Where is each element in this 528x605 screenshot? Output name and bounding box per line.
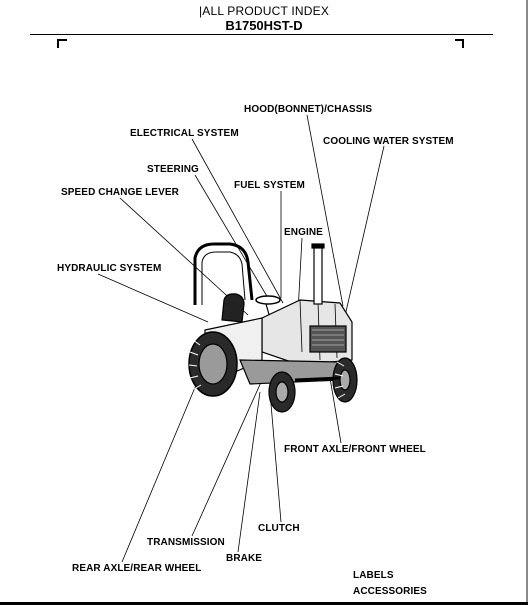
page-header: |ALL PRODUCT INDEX B1750HST-D bbox=[0, 4, 528, 33]
leader-hood-chassis bbox=[306, 114, 344, 307]
label-accessories[interactable]: ACCESSORIES bbox=[353, 586, 427, 597]
label-electrical-system[interactable]: ELECTRICAL SYSTEM bbox=[130, 128, 239, 139]
leader-steering bbox=[194, 174, 269, 299]
crop-mark-left bbox=[57, 39, 67, 48]
page-title: |ALL PRODUCT INDEX bbox=[198, 4, 330, 18]
leader-electrical-system bbox=[191, 138, 284, 304]
window-border-right bbox=[526, 0, 528, 605]
label-rear-axle-rear-wheel[interactable]: REAR AXLE/REAR WHEEL bbox=[72, 563, 202, 574]
front-wheel-hub bbox=[339, 369, 351, 391]
model-name: B1750HST-D bbox=[225, 18, 303, 33]
seat bbox=[221, 293, 245, 323]
window-border-bottom bbox=[0, 602, 528, 605]
label-transmission[interactable]: TRANSMISSION bbox=[147, 537, 225, 548]
rops-frame-inner bbox=[201, 251, 246, 305]
crop-marks bbox=[57, 39, 464, 48]
mid-wheel-hub bbox=[275, 381, 289, 403]
front-axle bbox=[294, 376, 341, 382]
rear-tire-tread bbox=[188, 339, 202, 390]
header-rule bbox=[30, 34, 493, 35]
label-clutch[interactable]: CLUTCH bbox=[258, 523, 300, 534]
label-labels[interactable]: LABELS bbox=[353, 570, 394, 581]
label-hydraulic-system[interactable]: HYDRAULIC SYSTEM bbox=[57, 263, 162, 274]
label-hood-chassis[interactable]: HOOD(BONNET)/CHASSIS bbox=[244, 104, 373, 115]
tractor-illustration bbox=[188, 242, 358, 413]
label-steering[interactable]: STEERING bbox=[147, 164, 199, 175]
label-speed-change-lever[interactable]: SPEED CHANGE LEVER bbox=[61, 187, 179, 198]
leader-rear-axle bbox=[121, 384, 197, 563]
leader-engine bbox=[297, 237, 303, 313]
label-cooling-water-system[interactable]: COOLING WATER SYSTEM bbox=[323, 136, 454, 147]
leader-clutch bbox=[269, 391, 282, 523]
crop-mark-right bbox=[455, 39, 464, 48]
rops-frame bbox=[193, 242, 254, 305]
leader-brake bbox=[237, 391, 261, 553]
leader-cooling-water-system bbox=[344, 145, 385, 317]
label-brake[interactable]: BRAKE bbox=[226, 553, 263, 564]
grille-slats bbox=[312, 329, 344, 346]
leader-front-axle bbox=[329, 377, 342, 444]
leader-hydraulic-system bbox=[97, 273, 209, 323]
muffler bbox=[313, 245, 323, 305]
rear-wheel-rim bbox=[198, 343, 228, 385]
steering-wheel bbox=[255, 295, 281, 305]
front-tire-tread bbox=[334, 361, 346, 399]
label-front-axle-front-wheel[interactable]: FRONT AXLE/FRONT WHEEL bbox=[284, 444, 426, 455]
muffler-cap bbox=[311, 243, 325, 249]
label-engine[interactable]: ENGINE bbox=[284, 227, 323, 238]
leader-transmission bbox=[191, 379, 263, 537]
label-fuel-system[interactable]: FUEL SYSTEM bbox=[234, 180, 305, 191]
